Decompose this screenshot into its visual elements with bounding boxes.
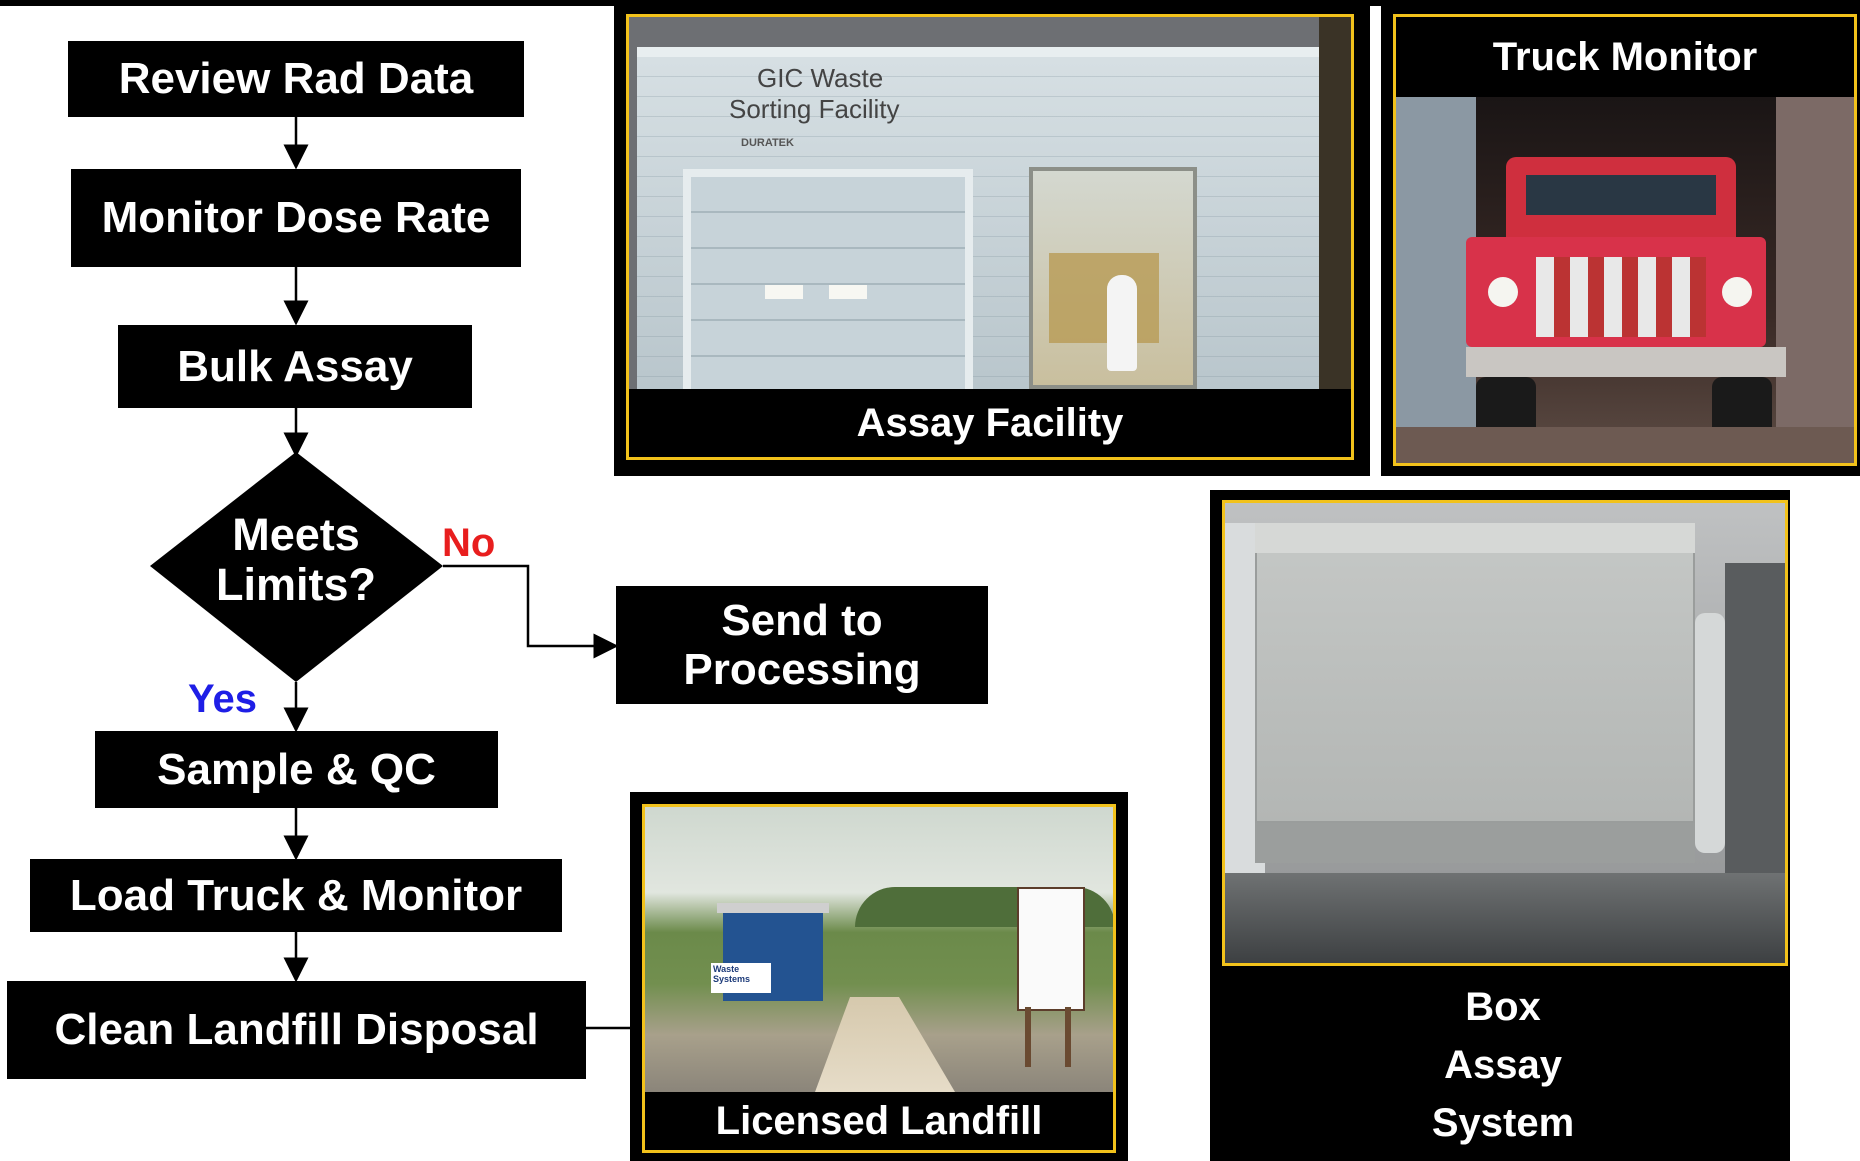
top-border xyxy=(0,0,1860,6)
processing-line-2: Processing xyxy=(683,645,921,694)
box-assay-panel: Box Assay System xyxy=(1210,490,1790,1161)
arrow-no-to-processing xyxy=(443,564,619,659)
box-assay-line-1: Box xyxy=(1465,984,1541,1029)
step-load-truck-monitor: Load Truck & Monitor xyxy=(30,859,562,932)
landfill-photo: Waste Systems xyxy=(645,807,1113,1092)
step-review-rad-data: Review Rad Data xyxy=(68,41,524,117)
step-label: Load Truck & Monitor xyxy=(69,870,523,920)
info-sign xyxy=(1017,887,1085,1011)
rollup-door xyxy=(683,169,973,389)
processing-line-1: Send to xyxy=(721,595,883,645)
step-label: Review Rad Data xyxy=(118,54,474,104)
scale-road xyxy=(815,997,955,1092)
no-label: No xyxy=(442,521,496,565)
worker xyxy=(1107,275,1137,371)
truck-photo xyxy=(1396,97,1854,463)
detector-arm xyxy=(1695,613,1725,853)
step-label: Sample & QC xyxy=(157,744,436,794)
step-sample-qc: Sample & QC xyxy=(95,731,498,808)
truck-monitor-frame: Truck Monitor xyxy=(1393,14,1857,466)
landfill-panel: Waste Systems Licensed Landfill xyxy=(630,792,1128,1161)
landfill-frame: Waste Systems Licensed Landfill xyxy=(642,804,1116,1153)
conveyor xyxy=(1225,873,1785,963)
step-label: Monitor Dose Rate xyxy=(101,193,491,243)
sign-line-2: Sorting Facility xyxy=(729,94,900,124)
truck-bumper xyxy=(1466,347,1786,377)
assay-facility-caption: Assay Facility xyxy=(629,389,1351,457)
facility-sign: GIC Waste Sorting Facility DURATEK xyxy=(719,63,909,173)
assay-facility-panel: GIC Waste Sorting Facility DURATEK Assay… xyxy=(614,6,1370,476)
assay-box xyxy=(1255,523,1695,823)
step-clean-landfill-disposal: Clean Landfill Disposal xyxy=(7,981,586,1079)
sign-line-1: GIC Waste xyxy=(757,63,884,93)
box-assay-photo xyxy=(1225,503,1785,963)
assay-facility-frame: GIC Waste Sorting Facility DURATEK Assay… xyxy=(626,14,1354,460)
box-assay-frame xyxy=(1222,500,1788,966)
step-send-to-processing: Send to Processing xyxy=(616,586,988,704)
landfill-caption: Licensed Landfill xyxy=(645,1092,1113,1150)
decision-line-2: Limits? xyxy=(215,559,376,611)
step-bulk-assay: Bulk Assay xyxy=(118,325,472,408)
box-assay-line-3: System xyxy=(1431,1100,1575,1145)
step-monitor-dose-rate: Monitor Dose Rate xyxy=(71,169,521,267)
booth-sign: Waste Systems xyxy=(711,963,771,993)
step-label: Clean Landfill Disposal xyxy=(54,1005,539,1055)
decision-line-1: Meets xyxy=(232,509,360,560)
box-assay-line-2: Assay xyxy=(1444,1042,1562,1087)
decision-label: Meets Limits? xyxy=(196,509,396,611)
truck-monitor-caption: Truck Monitor xyxy=(1396,17,1854,97)
truck-monitor-panel: Truck Monitor xyxy=(1381,6,1860,476)
yes-label: Yes xyxy=(188,677,257,721)
assay-facility-photo: GIC Waste Sorting Facility DURATEK xyxy=(629,17,1351,389)
sign-brand: DURATEK xyxy=(741,137,794,149)
step-label: Bulk Assay xyxy=(177,341,413,391)
box-assay-caption: Box Assay System xyxy=(1222,968,1784,1161)
truck-grille xyxy=(1536,257,1706,337)
